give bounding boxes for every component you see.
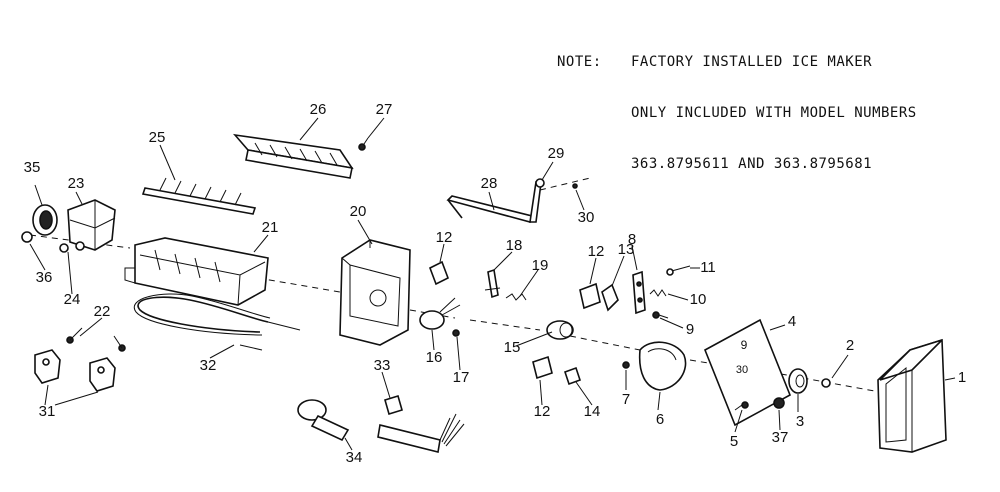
- spring-10: [649, 289, 667, 297]
- leader-lines: [29, 117, 956, 451]
- label-part-1: 1: [958, 369, 966, 386]
- label-part-9: 9: [686, 321, 694, 338]
- screw-5: [734, 401, 749, 411]
- label-part-5: 5: [730, 433, 738, 450]
- nut-37: [773, 397, 785, 409]
- note-line-2: ONLY INCLUDED WITH MODEL NUMBERS: [631, 105, 917, 121]
- thermostat: [419, 297, 461, 330]
- label-part-2: 2: [846, 337, 854, 354]
- label-part-27: 27: [376, 101, 393, 118]
- stripper: [232, 133, 354, 179]
- clip-14: [563, 366, 582, 386]
- plate-mark-top: 9: [741, 338, 748, 352]
- label-part-10: 10: [690, 291, 707, 308]
- switch-cover: [601, 283, 619, 312]
- label-part-14: 14: [584, 403, 601, 420]
- label-part-18: 18: [506, 237, 523, 254]
- mounting-brackets: [34, 349, 116, 392]
- note-label: NOTE:: [557, 54, 602, 70]
- shaft-axis-line: [539, 177, 591, 191]
- timing-motor: [638, 341, 687, 391]
- nut: [21, 231, 33, 243]
- wire-clip: [384, 394, 403, 416]
- fill-tube: [297, 399, 350, 442]
- note-line-1: FACTORY INSTALLED ICE MAKER: [631, 54, 873, 70]
- label-part-37: 37: [772, 429, 789, 446]
- drive-gear: [546, 320, 574, 340]
- cam-lower: [532, 355, 553, 380]
- shutoff-arm: [446, 181, 542, 223]
- label-part-25: 25: [149, 129, 166, 146]
- label-part-13: 13: [618, 241, 635, 258]
- screw-17: [452, 329, 460, 337]
- label-part-29: 29: [548, 145, 565, 162]
- label-part-33: 33: [374, 357, 391, 374]
- screw-9: [652, 311, 669, 319]
- screw-11: [666, 265, 691, 276]
- part-labels: 1 2 3 4 5 6 7 8 9 10 11 12 12 12 13 14 1…: [24, 101, 967, 466]
- label-part-31: 31: [39, 403, 56, 420]
- label-part-15: 15: [504, 339, 521, 356]
- label-part-26: 26: [310, 101, 327, 118]
- control-knob: [788, 368, 808, 394]
- screw-27: [358, 137, 369, 151]
- label-part-22: 22: [94, 303, 111, 320]
- cam-mid: [579, 282, 601, 310]
- screw-24: [59, 243, 69, 253]
- label-part-32: 32: [200, 357, 217, 374]
- screw-2: [821, 378, 831, 388]
- label-part-6: 6: [656, 411, 664, 428]
- shutoff-lever: [484, 268, 501, 299]
- label-part-17: 17: [453, 369, 470, 386]
- label-part-28: 28: [481, 175, 498, 192]
- screw-7: [622, 361, 630, 369]
- ejector-blade: [141, 177, 257, 215]
- switch-plate: [632, 270, 646, 315]
- label-part-16: 16: [426, 349, 443, 366]
- spring: [505, 293, 527, 301]
- label-part-11: 11: [700, 259, 716, 276]
- label-part-30: 30: [578, 209, 595, 226]
- label-part-35: 35: [24, 159, 41, 176]
- plate-mark-bottom: 30: [736, 364, 748, 376]
- label-part-19: 19: [532, 257, 549, 274]
- front-cover: [877, 338, 947, 453]
- arm-pin: [535, 178, 578, 189]
- control-housing: [339, 239, 411, 346]
- label-part-12a: 12: [436, 229, 453, 246]
- support-plate: 9 30: [703, 318, 792, 427]
- label-part-36: 36: [36, 269, 53, 286]
- label-part-34: 34: [346, 449, 363, 466]
- label-part-20: 20: [350, 203, 367, 220]
- label-part-23: 23: [68, 175, 85, 192]
- cam-clip-upper: [428, 260, 450, 286]
- motor-housing: [67, 199, 116, 251]
- seal-ring: [32, 204, 58, 236]
- label-part-12c: 12: [534, 403, 551, 420]
- label-part-12b: 12: [588, 243, 605, 260]
- label-part-24: 24: [64, 291, 81, 308]
- wire-harness: [377, 413, 465, 453]
- factory-note: NOTE: FACTORY INSTALLED ICE MAKER ONLY IN…: [557, 20, 917, 190]
- label-part-8: 8: [628, 231, 636, 248]
- label-part-4: 4: [788, 313, 796, 330]
- label-part-3: 3: [796, 413, 804, 430]
- ice-tray-mold: [124, 237, 269, 306]
- screw-22: [66, 327, 126, 352]
- label-part-7: 7: [622, 391, 630, 408]
- label-part-21: 21: [262, 219, 279, 236]
- heater-element: [133, 293, 301, 351]
- note-line-3: 363.8795611 AND 363.8795681: [631, 156, 873, 172]
